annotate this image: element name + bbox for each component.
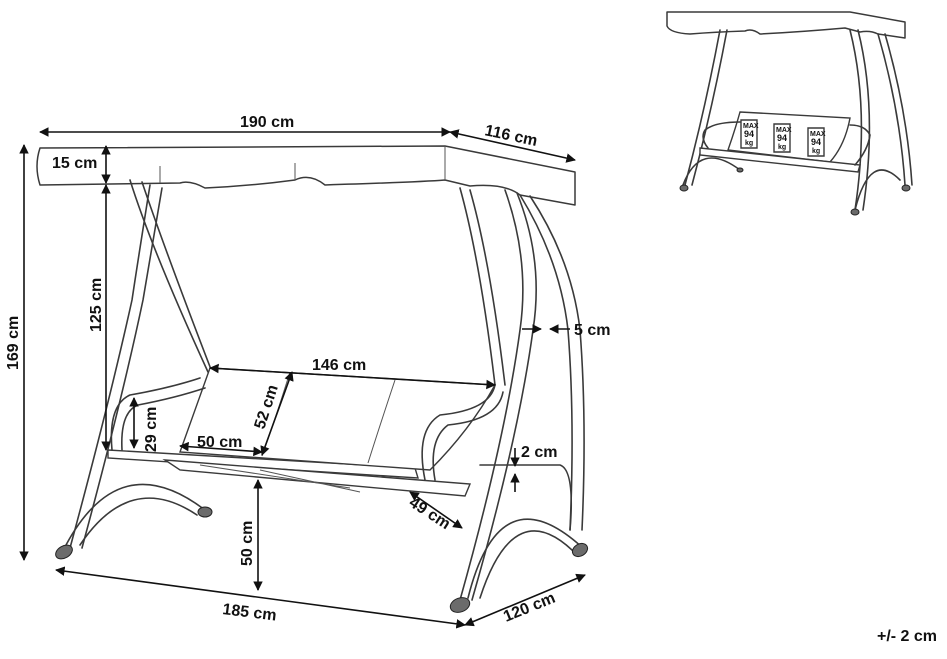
label-base-width: 185 cm [222, 601, 278, 624]
weight-tag: MAX 94 kg [807, 127, 826, 157]
label-seat-thickness: 2 cm [521, 444, 557, 461]
weight-unit: kg [812, 148, 820, 155]
label-inner-height: 125 cm [88, 278, 105, 332]
foot [571, 542, 589, 558]
label-canopy-height: 15 cm [52, 155, 97, 172]
label-seat-width: 146 cm [312, 357, 366, 374]
backrest [179, 367, 497, 471]
dimension-arrows [19, 127, 586, 629]
label-seat-height: 50 cm [239, 521, 256, 566]
right-armrest [421, 384, 504, 481]
label-total-height: 169 cm [5, 316, 22, 370]
weight-tag: MAX 94 kg [773, 123, 792, 153]
weight-unit: kg [745, 140, 753, 147]
max-label: MAX [810, 131, 826, 138]
label-width: 190 cm [240, 114, 294, 131]
tolerance-note: +/- 2 cm [876, 628, 937, 645]
left-frame [129, 179, 213, 373]
label-seat-depth: 49 cm [406, 494, 453, 533]
foot [197, 506, 213, 518]
weight-tag: MAX 94 kg [740, 119, 759, 149]
weight-unit: kg [778, 144, 786, 151]
thumbnail-drawing: MAX 94 kg MAX 94 kg MAX 94 kg [666, 11, 913, 216]
right-frame [459, 187, 506, 386]
label-cushion-width: 50 cm [197, 434, 242, 451]
label-base-depth: 120 cm [501, 590, 558, 626]
weight-value: 94 [811, 137, 821, 147]
max-label: MAX [776, 127, 792, 134]
weight-value: 94 [744, 129, 754, 139]
weight-value: 94 [777, 133, 787, 143]
label-tube-diameter: 5 cm [574, 322, 610, 339]
label-armrest-height: 29 cm [143, 407, 160, 452]
foot [55, 544, 73, 560]
canopy [36, 145, 576, 206]
max-label: MAX [743, 123, 759, 130]
swing-drawing [36, 145, 589, 613]
